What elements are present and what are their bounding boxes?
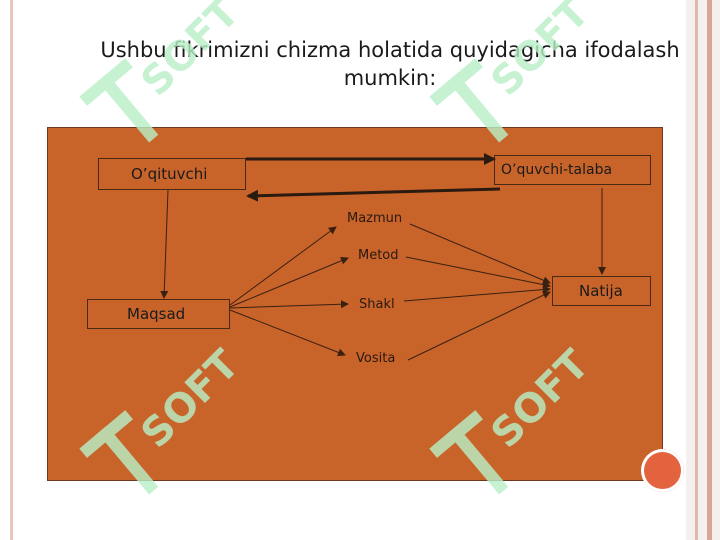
method-label: Metod bbox=[358, 248, 399, 263]
arrow-goal-to-form bbox=[229, 300, 349, 309]
diagram-panel bbox=[47, 127, 663, 481]
teacher-label: O’qituvchi bbox=[131, 165, 208, 183]
arrow-content-to-result bbox=[409, 223, 551, 284]
watermark-logo: SOFT bbox=[429, 341, 599, 495]
arrow-goal-to-content bbox=[229, 226, 337, 306]
arrow-teacher-to-goal bbox=[160, 189, 169, 299]
arrow-goal-to-means bbox=[229, 309, 346, 357]
form-label: Shakl bbox=[359, 297, 395, 312]
arrow-means-to-result bbox=[407, 291, 551, 361]
right-border-rule-outer bbox=[707, 0, 712, 540]
result-label: Natija bbox=[579, 282, 623, 300]
watermark-logo: SOFT bbox=[79, 341, 249, 495]
left-border-rule bbox=[10, 0, 13, 540]
student-box: O’quvchi-talaba bbox=[494, 155, 651, 185]
arrow-form-to-result bbox=[403, 285, 551, 302]
content-label: Mazmun bbox=[347, 211, 403, 226]
arrow-goal-to-method bbox=[229, 256, 349, 308]
result-box: Natija bbox=[552, 276, 651, 306]
means-label: Vosita bbox=[356, 351, 396, 366]
watermark-logo: SOFT bbox=[79, 0, 249, 143]
teacher-box: O’qituvchi bbox=[98, 158, 246, 190]
watermark-text: SOFT bbox=[133, 341, 249, 457]
right-border-rule bbox=[695, 0, 698, 540]
watermark-logo: SOFT bbox=[429, 0, 599, 143]
student-label: O’quvchi-talaba bbox=[501, 162, 613, 178]
arrow-method-to-result bbox=[405, 256, 551, 289]
arrow-student-to-teacher bbox=[246, 187, 501, 202]
goal-label: Maqsad bbox=[127, 305, 186, 323]
corner-accent-dot bbox=[641, 449, 684, 492]
watermark-text: SOFT bbox=[483, 0, 599, 105]
right-border-band bbox=[686, 0, 720, 540]
goal-box: Maqsad bbox=[87, 299, 230, 329]
slide-title: Ushbu fikrimizni chizma holatida quyidag… bbox=[100, 38, 680, 90]
watermark-text: SOFT bbox=[483, 341, 599, 457]
watermark-text: SOFT bbox=[133, 0, 249, 105]
